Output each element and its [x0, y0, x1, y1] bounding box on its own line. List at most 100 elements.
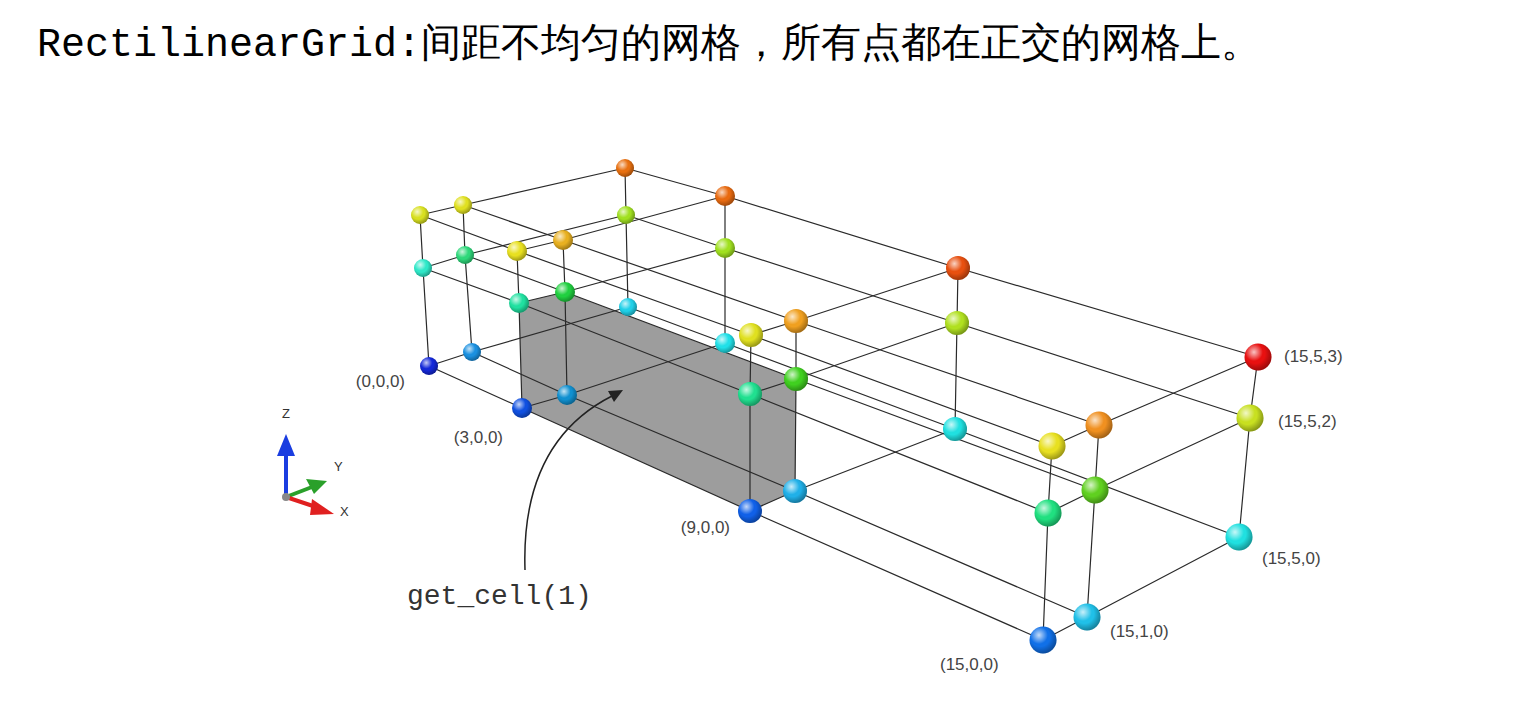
- grid-point: [1226, 524, 1253, 551]
- point-shine: [619, 298, 637, 316]
- point-shade: [555, 282, 575, 302]
- grid-point: [509, 293, 529, 313]
- grid-line: [463, 205, 472, 352]
- grid-point: [1074, 604, 1101, 631]
- point-shine: [946, 256, 970, 280]
- x-arrowhead: [310, 499, 334, 515]
- z-axis: [284, 452, 288, 497]
- grid-point: [715, 333, 735, 353]
- point-shade: [617, 206, 635, 224]
- point-shade: [1039, 433, 1066, 460]
- grid-point: [943, 417, 967, 441]
- point-sphere: [1039, 433, 1066, 460]
- point-sphere: [1074, 604, 1101, 631]
- point-shine: [411, 206, 429, 224]
- point-shade: [943, 417, 967, 441]
- point-shine: [945, 311, 969, 335]
- grid-point: [616, 159, 634, 177]
- point-shine: [738, 382, 762, 406]
- point-shade: [715, 238, 735, 258]
- coordinate-label: (9,0,0): [681, 518, 730, 538]
- grid-point: [617, 206, 635, 224]
- grid-point: [1039, 433, 1066, 460]
- point-sphere: [509, 293, 529, 313]
- grid-line: [463, 205, 1099, 425]
- point-sphere: [616, 159, 634, 177]
- grid-point: [456, 246, 474, 264]
- point-shade: [1074, 604, 1101, 631]
- grid-line: [423, 268, 1048, 513]
- point-shade: [1237, 405, 1264, 432]
- grid-point: [420, 357, 438, 375]
- grid-line: [472, 352, 1087, 617]
- point-shade: [715, 333, 735, 353]
- point-sphere: [945, 311, 969, 335]
- point-shade: [512, 398, 532, 418]
- coordinate-label: (15,5,2): [1278, 412, 1337, 432]
- point-shade: [946, 256, 970, 280]
- callout-label: get_cell(1): [407, 580, 592, 614]
- coordinate-label: (15,5,3): [1284, 347, 1343, 367]
- grid-point: [414, 259, 432, 277]
- point-shade: [784, 309, 808, 333]
- point-sphere: [557, 385, 577, 405]
- grid-line: [724, 196, 725, 343]
- grid-line: [519, 248, 725, 303]
- grid-point: [553, 230, 573, 250]
- grid-line: [522, 343, 725, 408]
- point-sphere: [1237, 405, 1264, 432]
- point-shade: [738, 499, 762, 523]
- grid-point: [945, 311, 969, 335]
- grid-line: [1239, 357, 1258, 537]
- grid-line: [563, 240, 567, 395]
- highlighted-cell: [519, 292, 796, 511]
- coordinate-label: (0,0,0): [356, 372, 405, 392]
- coordinate-label: (15,0,0): [940, 655, 999, 675]
- leader-line: [525, 396, 612, 570]
- point-shine: [616, 159, 634, 177]
- point-shine: [1245, 344, 1272, 371]
- point-shine: [555, 282, 575, 302]
- point-sphere: [738, 499, 762, 523]
- point-shade: [557, 385, 577, 405]
- point-sphere: [553, 230, 573, 250]
- grid-point: [454, 196, 472, 214]
- point-shine: [1082, 477, 1109, 504]
- point-shine: [715, 333, 735, 353]
- grid-line: [1087, 425, 1099, 617]
- coordinate-label: (15,1,0): [1110, 622, 1169, 642]
- grid-line: [420, 168, 625, 215]
- point-shade: [619, 298, 637, 316]
- grid-line: [628, 307, 1239, 537]
- point-shade: [945, 311, 969, 335]
- y-axis: [286, 487, 312, 497]
- grid-point: [1245, 344, 1272, 371]
- point-shine: [715, 186, 735, 206]
- grid-point: [783, 479, 807, 503]
- grid-point: [1035, 500, 1062, 527]
- grid-line: [955, 268, 958, 429]
- grid-line: [750, 429, 955, 511]
- point-shine: [1074, 604, 1101, 631]
- point-shine: [512, 398, 532, 418]
- point-shine: [783, 479, 807, 503]
- point-shine: [1237, 405, 1264, 432]
- point-sphere: [411, 206, 429, 224]
- point-sphere: [784, 367, 808, 391]
- grid-line: [423, 215, 626, 268]
- point-shine: [1035, 500, 1062, 527]
- grid-line: [626, 215, 1250, 418]
- point-shine: [420, 357, 438, 375]
- point-shine: [715, 238, 735, 258]
- coordinate-label: (15,5,0): [1262, 549, 1321, 569]
- grid-line: [625, 168, 628, 307]
- axis-triad: [277, 434, 334, 515]
- point-sphere: [784, 309, 808, 333]
- grid-line: [517, 251, 522, 408]
- grid-point: [738, 382, 762, 406]
- leader-arrowhead: [608, 390, 623, 402]
- point-sphere: [463, 343, 481, 361]
- grid-point: [1082, 477, 1109, 504]
- point-shine: [784, 309, 808, 333]
